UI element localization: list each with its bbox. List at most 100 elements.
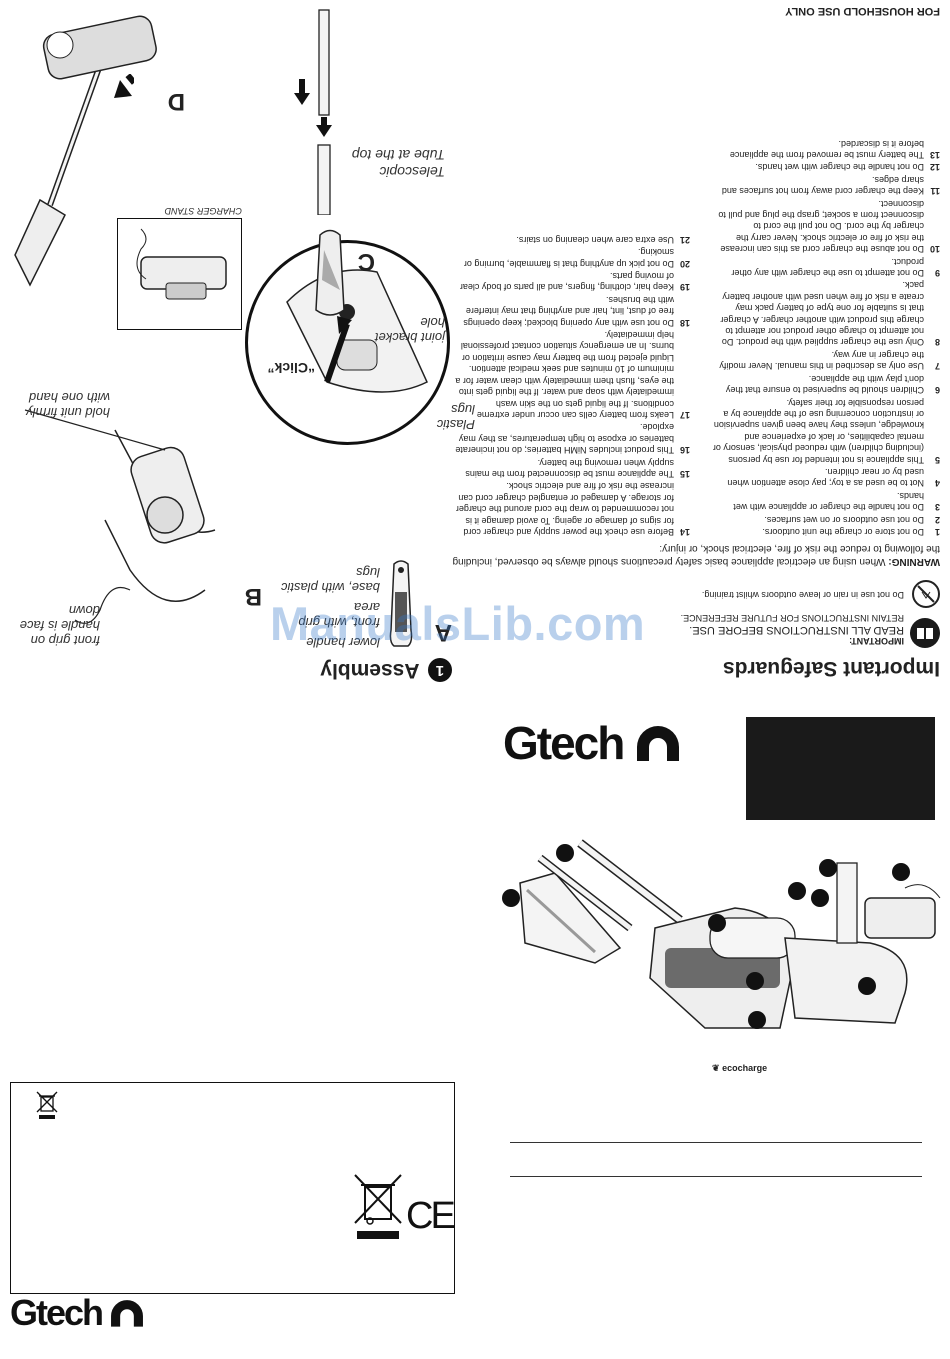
safeguards-list-left: 1 Do not store or charge the unit outdoor…: [708, 136, 940, 537]
safeguard-item: 13 The battery must be removed from the a…: [708, 137, 940, 160]
vacuum-drawing: [5, 0, 160, 295]
safeguard-item: 17 Leaks from battery cells can occur und…: [455, 329, 690, 420]
cover-brand-text: Gtech: [503, 717, 625, 769]
b-label-front-grip: front grip on handle is face down: [19, 603, 100, 648]
safeguard-item: 2 Do not use outdoors or on wet surfaces.: [708, 513, 940, 525]
telescopic-tube-drawing: [308, 0, 338, 216]
back-brand-text: Gtech: [10, 1292, 104, 1333]
safeguards-list-right: 14 Before use check the power supply and …: [455, 232, 690, 537]
safeguard-item-text: Use only as described in this manual. Ne…: [719, 349, 924, 372]
b-label-hold-firmly: hold unit firmly with one hand: [26, 390, 110, 420]
household-footer: FOR HOUSEHOLD USE ONLY: [785, 5, 940, 17]
upside-down-panel: Important Safeguards IMPORTANT: READ ALL…: [5, 0, 941, 682]
manualslib-watermark: ManualsLib.com: [270, 597, 646, 650]
safeguard-item-text: The appliance must be disconnected from …: [465, 457, 674, 479]
safeguard-item-text: Keep the charger cord away from hot surf…: [721, 174, 924, 197]
safeguard-item: 10 Do not abuse the charger cord as this …: [708, 197, 940, 255]
click-label: “Click”: [267, 360, 315, 376]
book-icon: [910, 618, 940, 648]
charger-stand-label: CHARGER STAND: [164, 206, 242, 216]
safeguard-item-text: Children should be supervised to ensure …: [725, 373, 924, 396]
safeguard-item-text: Do not store or charge the unit outdoors…: [762, 527, 924, 537]
safeguard-item-number: 2: [934, 514, 940, 525]
safeguard-item-number: 12: [929, 162, 940, 173]
assembly-header: 1 Assembly: [320, 658, 452, 682]
back-panel-box: CE: [10, 1082, 456, 1294]
no-rain-icon: [912, 580, 940, 608]
ecocharge-leaf-icon: ❦: [712, 1063, 720, 1073]
safeguard-item-text: This product includes NiMH batteries; do…: [455, 422, 674, 456]
back-brand-logo: Gtech: [10, 1292, 146, 1334]
safeguard-item-number: 6: [934, 385, 940, 396]
safeguard-item-number: 18: [679, 317, 690, 328]
safeguard-item-text: Do not pick up anything that is flammabl…: [463, 247, 674, 269]
step-number-badge: 1: [428, 658, 452, 682]
safeguard-item-number: 13: [929, 150, 940, 160]
gtech-arch-icon-back: [111, 1300, 143, 1327]
step-d-letter: D: [167, 88, 185, 115]
ecocharge-logo: ❦ ecocharge: [712, 1063, 767, 1074]
safeguard-item-text: The battery must be removed from the app…: [729, 138, 924, 160]
safeguard-item: 20 Do not pick up anything that is flamma…: [455, 246, 690, 269]
safeguard-item-text: Do not use outdoors or on wet surfaces.: [764, 514, 924, 525]
safeguard-item-number: 4: [934, 478, 940, 489]
weee-bin-icon-large: [354, 1174, 402, 1239]
safeguard-item-text: Leaks from battery cells can occur under…: [455, 330, 674, 420]
safeguard-item-number: 11: [930, 186, 940, 197]
safeguard-item-number: 10: [929, 244, 940, 255]
cover-brand-logo: Gtech: [503, 716, 683, 770]
a-label-base: base, with plastic lugs: [281, 565, 380, 595]
ce-mark: CE: [406, 1195, 456, 1237]
nozzle-drawing: [310, 220, 350, 320]
safeguard-item-text: Do not use with any opening blocked; kee…: [463, 294, 674, 328]
safeguard-item-text: This appliance is not intended for use b…: [712, 397, 924, 465]
lower-handle-drawing: [386, 553, 416, 650]
up-arrow-icon: [294, 74, 310, 105]
product-parts-drawing: [495, 828, 950, 1073]
safeguard-item-number: 8: [934, 337, 940, 348]
safeguard-item-number: 3: [934, 502, 940, 513]
safeguard-item-text: Keep hair, clothing, fingers, and all pa…: [459, 271, 674, 293]
safeguard-item-text: Only use the charger supplied with the p…: [720, 280, 924, 348]
safeguard-item-number: 19: [679, 282, 690, 293]
safeguard-item-text: Do not attempt to use the charger with a…: [731, 256, 924, 279]
step-b-letter: B: [244, 583, 262, 610]
safeguard-item-text: Do not abuse the charger cord as this ca…: [718, 198, 924, 255]
safeguard-item-number: 20: [679, 258, 690, 269]
safeguard-item-text: Do not handle the charger with wet hands…: [755, 162, 924, 173]
safeguard-item-number: 15: [679, 468, 690, 479]
safeguard-item: 8 Only use the charger supplied with the …: [708, 279, 940, 347]
safeguard-item-number: 17: [679, 409, 690, 420]
safeguard-item-number: 5: [934, 454, 940, 465]
safeguard-item: 6 Children should be supervised to ensure…: [708, 372, 940, 395]
safeguard-item-text: Do not handle the charger or appliance w…: [733, 490, 924, 513]
step-c-letter: C: [357, 248, 375, 275]
safeguard-item-text: Use extra care when cleaning on stairs.: [516, 234, 674, 245]
safeguard-item-number: 14: [679, 527, 690, 537]
up-arrow-icon-d: [112, 69, 137, 98]
safeguard-item: 19 Keep hair, clothing, fingers, and all …: [455, 270, 690, 293]
safeguard-item-number: 16: [679, 445, 690, 456]
safeguard-item-number: 9: [934, 268, 940, 279]
cover-line-1: [510, 1142, 922, 1143]
joint-bracket-label: joint bracket hole: [374, 315, 445, 345]
cover-line-2: [510, 1176, 922, 1177]
hands-drawing: [10, 385, 225, 650]
gtech-arch-icon: [637, 726, 680, 761]
plastic-lugs-label: Plastic lugs: [436, 402, 475, 432]
safeguards-title: Important Safeguards: [722, 657, 940, 680]
safeguard-item: 16 This product includes NiMH batteries; …: [455, 421, 690, 455]
assembly-title: Assembly: [320, 659, 420, 682]
charger-stand-box: [117, 218, 242, 330]
safeguard-item-text: Before use check the power supply and ch…: [455, 481, 674, 537]
warning-text: When using an electrical appliance basic…: [452, 543, 941, 567]
safeguard-item-number: 1: [934, 527, 940, 537]
safeguard-item: 14 Before use check the power supply and …: [455, 480, 690, 537]
telescopic-tube-label: Telescopic Tube at the top: [351, 147, 445, 180]
safeguard-item: 12 Do not handle the charger with wet han…: [708, 161, 940, 172]
ecocharge-text: ecocharge: [722, 1063, 768, 1073]
safeguard-item: 11 Keep the charger cord away from hot su…: [708, 173, 940, 196]
